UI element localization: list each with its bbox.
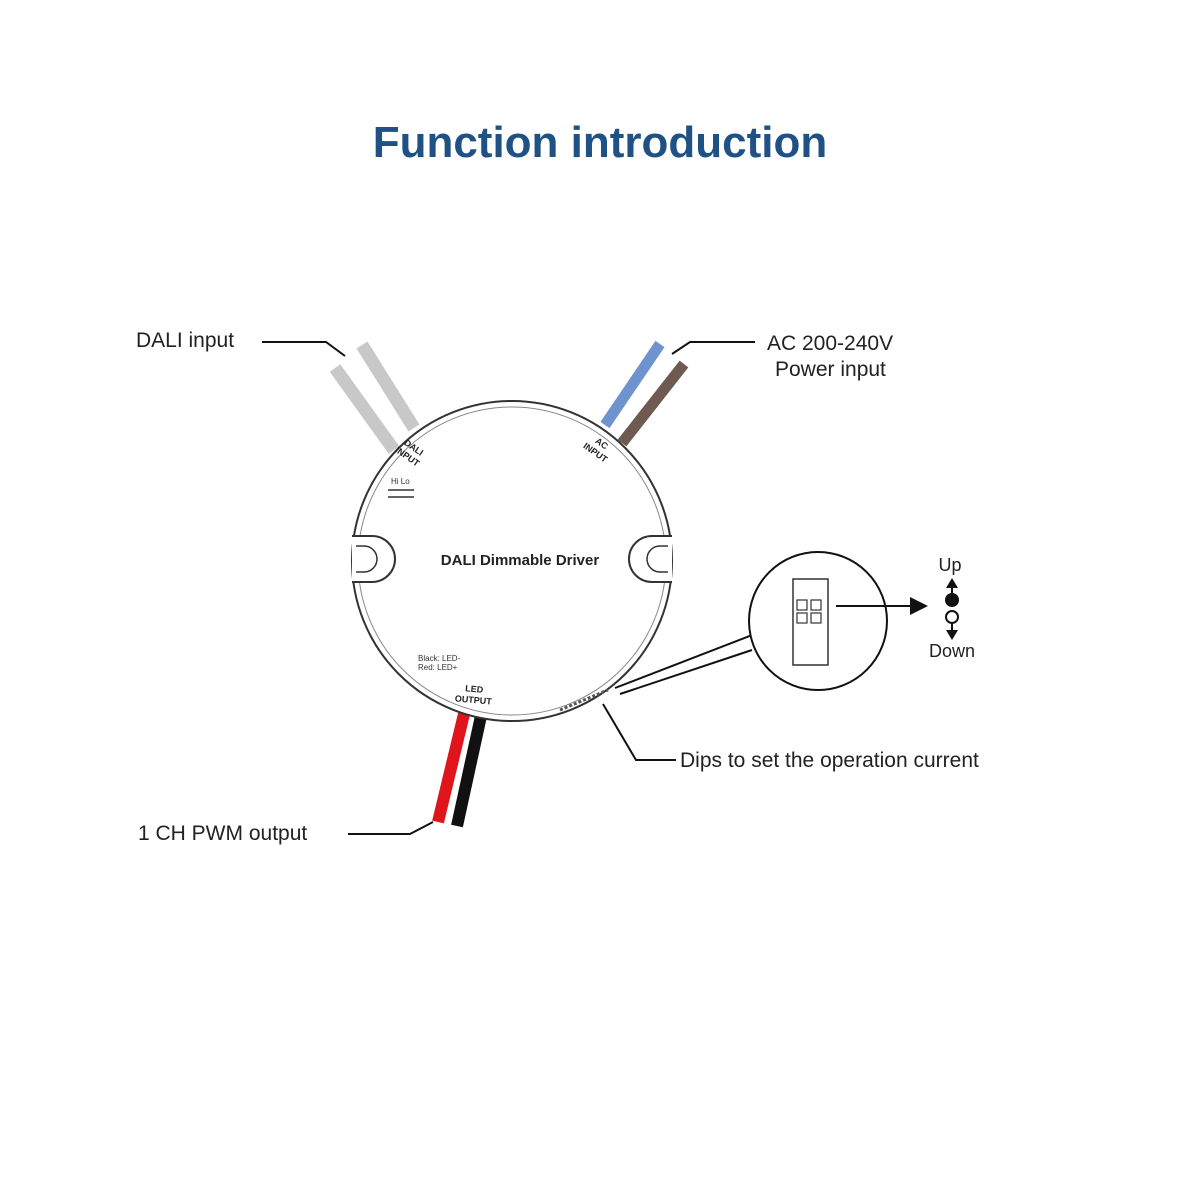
dali-input-label: DALI input — [136, 329, 234, 352]
small-switch-icon: Hi Lo — [388, 477, 414, 498]
ac-callout-line — [671, 341, 755, 355]
up-down-indicator — [945, 578, 959, 640]
driver-body: Hi Lo — [351, 400, 673, 722]
up-label: Up — [938, 555, 961, 575]
up-arrow-icon — [946, 578, 958, 588]
svg-text:Hi Lo: Hi Lo — [391, 477, 410, 486]
dips-callout-line — [602, 703, 676, 761]
dali-input-wires — [329, 341, 420, 454]
left-mounting-lug — [352, 535, 396, 583]
zoom-line-upper — [614, 631, 761, 689]
zoom-line-lower — [619, 649, 753, 695]
wire-note-red: Red: LED+ — [418, 663, 458, 672]
down-arrow-icon — [946, 630, 958, 640]
wire-note-black: Black: LED- — [418, 654, 461, 663]
right-mounting-lug — [628, 535, 672, 583]
pwm-output-label: 1 CH PWM output — [138, 822, 307, 845]
switch-off-dot-icon — [945, 610, 959, 624]
dali-callout-line — [262, 341, 346, 357]
callout-lines — [262, 341, 761, 835]
device-name: DALI Dimmable Driver — [441, 552, 600, 569]
down-label: Down — [929, 641, 975, 661]
dips-label: Dips to set the operation current — [680, 749, 979, 772]
ac-input-label-line1: AC 200-240V — [767, 332, 893, 355]
led-output-wires — [432, 712, 487, 828]
ac-input-wires — [600, 340, 689, 447]
page-title: Function introduction — [372, 118, 828, 167]
arrow-right-icon — [910, 597, 928, 615]
dip-zoom-detail — [748, 551, 928, 691]
dip-switch-slot — [559, 688, 609, 712]
switch-on-dot-icon — [945, 593, 959, 607]
led-port-label-line1: LED — [465, 683, 484, 695]
ac-input-label-line2: Power input — [775, 358, 886, 381]
led-port-label-line2: OUTPUT — [454, 693, 492, 706]
pwm-callout-line — [348, 821, 434, 835]
